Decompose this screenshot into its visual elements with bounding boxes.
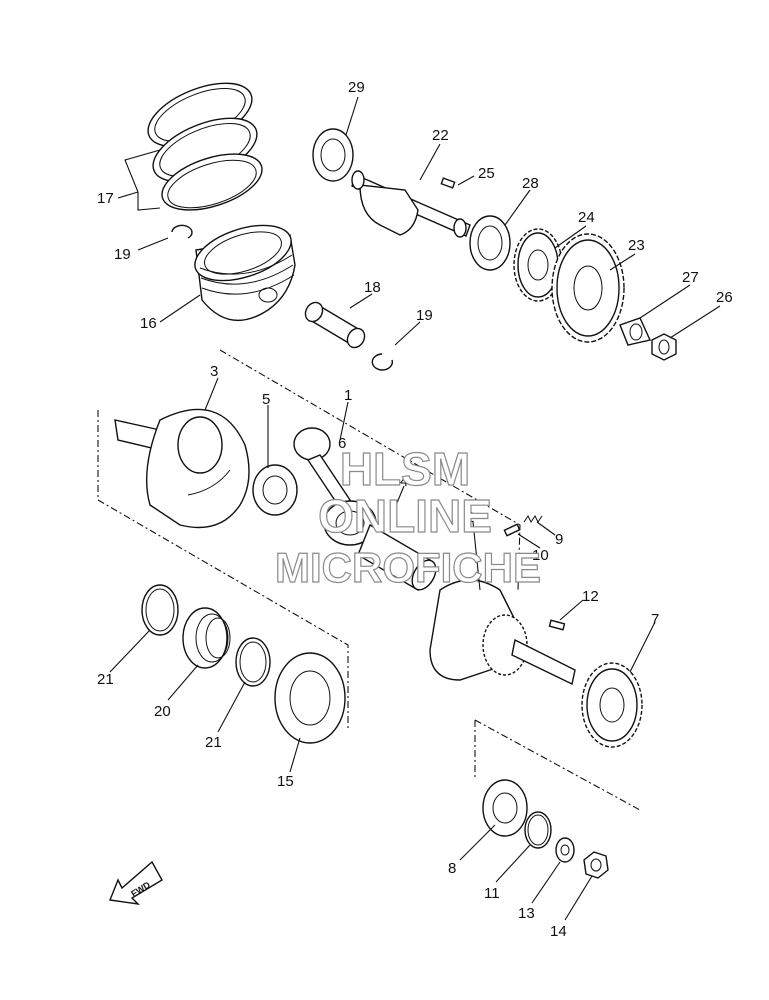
label-9: 9 <box>555 531 563 548</box>
bearing-29-part <box>312 128 354 182</box>
crank-wheel-left-part <box>114 408 250 529</box>
label-15: 15 <box>277 773 294 790</box>
needle-bearing-part <box>252 464 298 516</box>
bush-20-part <box>182 607 231 669</box>
crank-wheel-right-part <box>429 579 576 686</box>
pin-10-part <box>503 523 521 537</box>
crank-pin-part <box>357 523 437 592</box>
circlip-11-part <box>524 811 552 849</box>
watermark-line-2: ONLINE <box>318 490 492 542</box>
fwd-arrow-icon: FWD <box>109 860 163 905</box>
label-5: 5 <box>262 391 270 408</box>
label-23: 23 <box>628 237 645 254</box>
piston-part <box>194 224 296 322</box>
label-10: 10 <box>532 547 549 564</box>
label-7: 7 <box>651 611 659 628</box>
label-11: 11 <box>484 885 500 902</box>
label-8: 8 <box>448 860 456 877</box>
label-28: 28 <box>522 175 539 192</box>
nut-26-part <box>651 333 677 361</box>
bearing-15-part <box>274 652 346 744</box>
nut-14-part <box>583 851 609 879</box>
lock-washer-27-part <box>619 317 651 346</box>
label-14: 14 <box>550 923 567 940</box>
plate-8-part <box>482 779 528 837</box>
label-6: 6 <box>338 435 346 452</box>
label-25: 25 <box>478 165 495 182</box>
circlip-21-upper-part <box>141 584 179 636</box>
piston-rings-part <box>147 82 263 211</box>
label-24: 24 <box>578 209 595 226</box>
connecting-rod-part <box>293 427 377 546</box>
label-26: 26 <box>716 289 733 306</box>
label-19-left: 19 <box>114 246 131 263</box>
bearing-28-part <box>469 215 511 271</box>
watermark-line-3: MICROFICHE <box>275 544 541 591</box>
label-17: 17 <box>97 190 114 207</box>
label-27: 27 <box>682 269 699 286</box>
crank-assembly-frame <box>97 349 521 728</box>
label-18: 18 <box>364 279 381 296</box>
label-16: 16 <box>140 315 157 332</box>
label-19-right: 19 <box>416 307 433 324</box>
label-21-upper: 21 <box>97 671 114 688</box>
label-12: 12 <box>582 588 599 605</box>
label-20: 20 <box>154 703 171 720</box>
label-13: 13 <box>518 905 535 922</box>
piston-clip-part <box>171 224 394 371</box>
watermark: HLSM ONLINE MICROFICHE <box>274 442 541 591</box>
label-21-lower: 21 <box>205 734 222 751</box>
key-25-part <box>440 177 456 189</box>
label-1: 1 <box>344 387 352 404</box>
label-22: 22 <box>432 127 449 144</box>
key-12-part <box>548 619 566 631</box>
watermark-line-1: HLSM <box>340 443 470 495</box>
part-labels: 29 22 25 28 24 23 27 26 17 19 16 18 19 3… <box>97 79 733 940</box>
label-3: 3 <box>210 363 218 380</box>
gear-7-retainer-frame <box>474 719 641 811</box>
label-29: 29 <box>348 79 365 96</box>
leader-lines <box>109 96 721 921</box>
piston-pin-part <box>304 301 366 349</box>
label-4: 4 <box>400 473 408 490</box>
balancer-shaft-part <box>351 170 471 238</box>
label-2: 2 <box>466 509 474 526</box>
circlip-21-lower-part <box>235 637 271 687</box>
washer-13-part <box>555 837 575 863</box>
spring-9-part <box>523 515 543 523</box>
gear-7-part <box>581 662 643 748</box>
gear-23-part <box>551 233 625 343</box>
